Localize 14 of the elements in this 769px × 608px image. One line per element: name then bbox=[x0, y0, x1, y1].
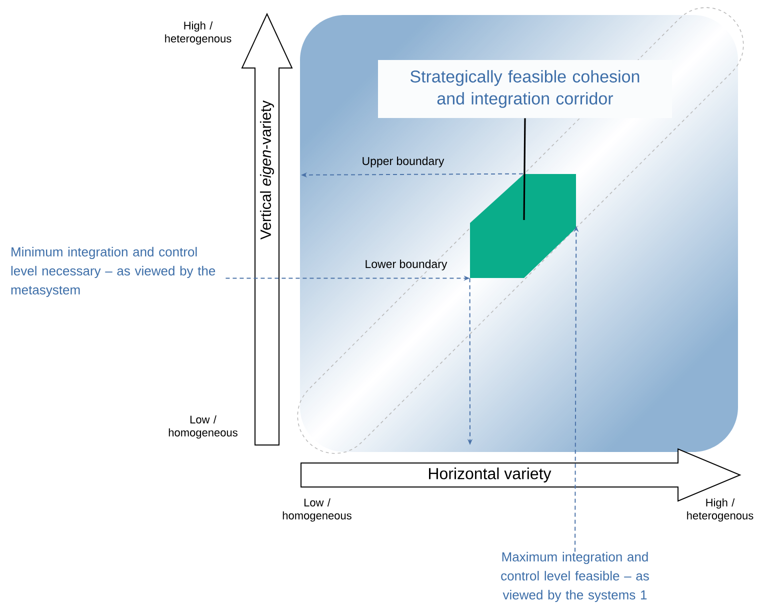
axis-title: Vertical eigen-variety bbox=[260, 100, 274, 240]
node-label: Strategically feasible cohesion and integration corridor bbox=[410, 70, 640, 108]
edge-label: Upper boundary bbox=[362, 156, 444, 168]
hexagon bbox=[470, 174, 576, 278]
axis-end-label: High / heterogenous bbox=[165, 21, 232, 45]
axis-end-label: High / heterogenous bbox=[687, 498, 754, 522]
axis-end-label: Low / homogeneous bbox=[282, 498, 352, 522]
annotation-text: Maximum integration and control level feasible – as viewed by the systems 1 bbox=[501, 552, 649, 602]
edge-label: Lower boundary bbox=[366, 260, 448, 270]
annotation-text: Minimum integration and control level necessary – as viewed by the metasystem bbox=[11, 246, 216, 298]
axis-title: Horizontal variety bbox=[429, 468, 552, 482]
axis-end-label: Low / homogeneous bbox=[168, 415, 238, 439]
leader-line bbox=[523, 118, 526, 220]
title-box: Strategically feasible cohesion and integration corridor bbox=[378, 60, 672, 118]
